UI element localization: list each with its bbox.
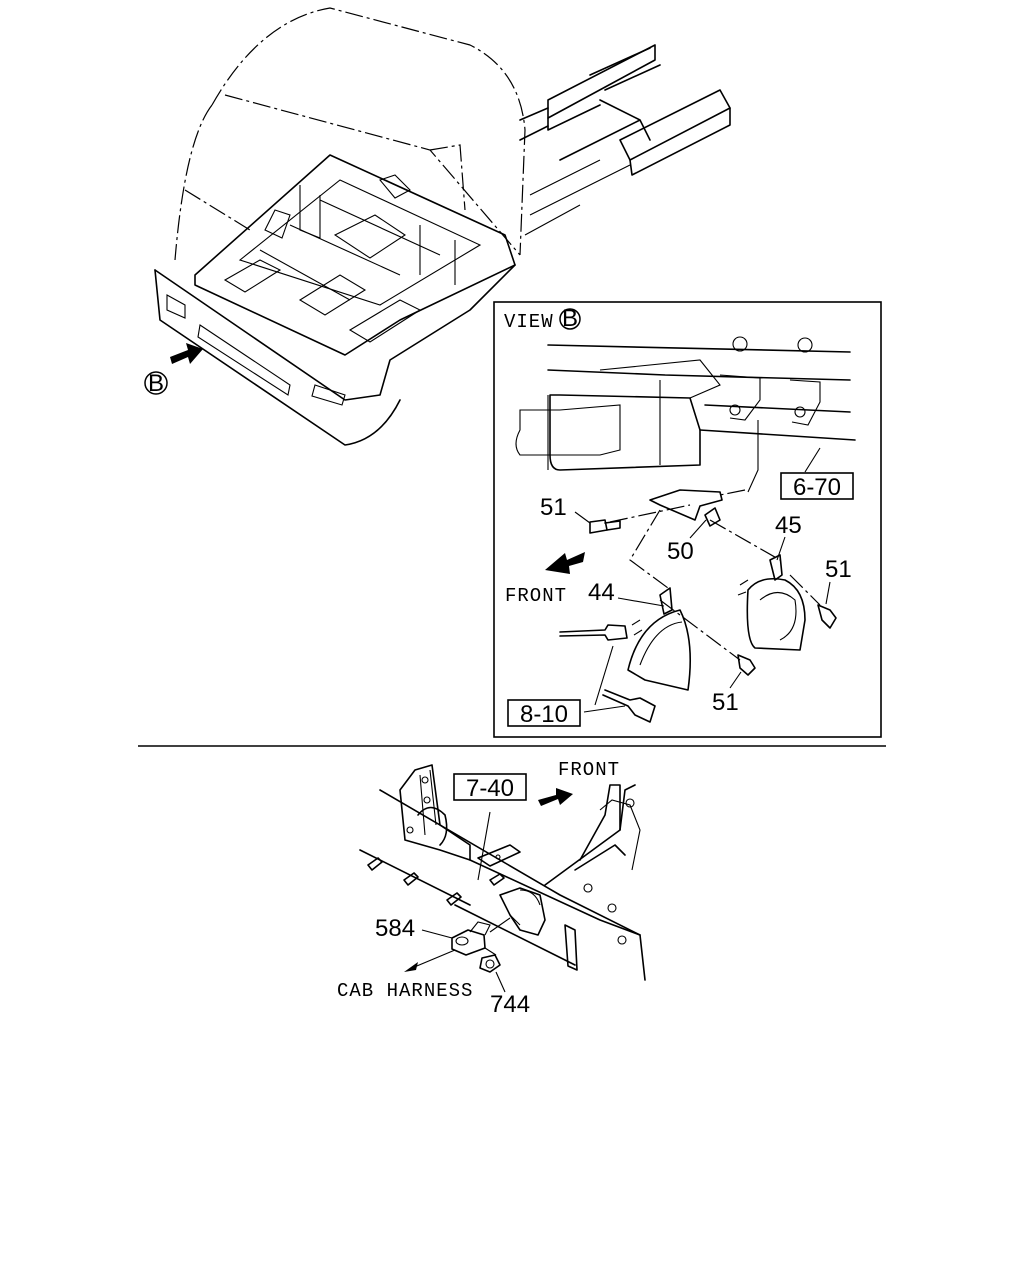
part-label-51-upper: 51 — [540, 494, 567, 521]
cab-harness-label: CAB HARNESS — [337, 980, 473, 1002]
svg-text:8-10: 8-10 — [520, 701, 568, 728]
part-label-51-right: 51 — [825, 556, 852, 583]
ref-box-6-70: 6-70 — [780, 472, 854, 501]
view-b-panel-marker-letter: B — [562, 305, 578, 332]
view-b-marker — [144, 371, 168, 395]
view-b-marker-letter: B — [148, 370, 164, 397]
front-arrow-icon — [545, 552, 585, 574]
view-direction-arrow — [170, 343, 203, 364]
cab-overview-illustration: B — [144, 7, 731, 446]
view-b-header: VIEW B — [504, 305, 581, 333]
view-b-panel-marker — [559, 308, 581, 330]
part-label-584: 584 — [375, 915, 415, 942]
view-b-panel — [493, 301, 882, 738]
part-label-44: 44 — [588, 579, 615, 606]
part-label-45: 45 — [775, 512, 802, 539]
svg-text:7-40: 7-40 — [466, 775, 514, 802]
view-b-illustration — [515, 336, 856, 723]
front-arrow-lower-icon — [538, 788, 573, 806]
front-label: FRONT — [505, 585, 567, 607]
frame-detail-illustration — [359, 764, 646, 993]
part-label-51-lower: 51 — [712, 689, 739, 716]
svg-text:6-70: 6-70 — [793, 474, 841, 501]
view-label: VIEW — [504, 311, 554, 333]
cab-harness-arrow-icon — [404, 962, 418, 972]
ref-box-8-10: 8-10 — [507, 699, 581, 728]
front-label-lower: FRONT — [558, 759, 620, 781]
part-label-744: 744 — [490, 991, 530, 1018]
ref-box-7-40: 7-40 — [453, 773, 527, 802]
part-label-50: 50 — [667, 538, 694, 565]
